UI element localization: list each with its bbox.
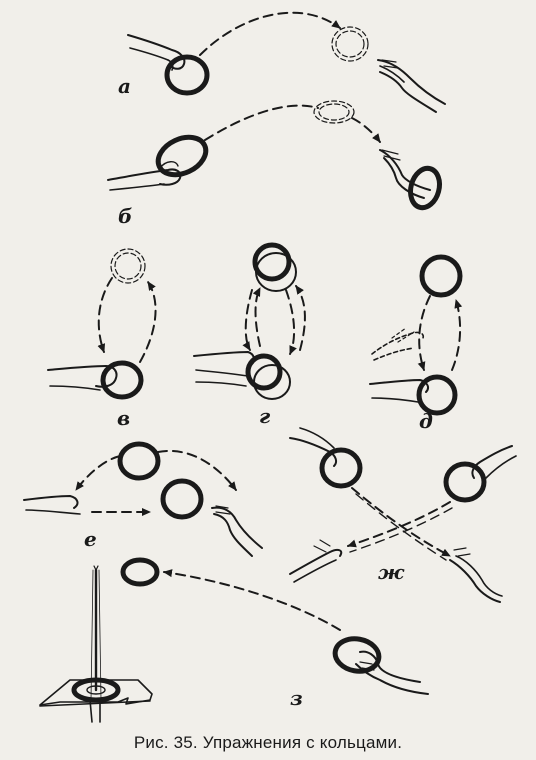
ring bbox=[245, 353, 283, 391]
cross-arrow-2 bbox=[347, 501, 451, 548]
panel-zh-illustration bbox=[289, 427, 517, 603]
panel-b-illustration bbox=[107, 100, 442, 211]
arc-arrow-right bbox=[157, 449, 237, 491]
throw-path-arrow bbox=[163, 569, 341, 631]
panel-z-illustration bbox=[39, 557, 429, 723]
panel-label-a: а bbox=[118, 74, 131, 98]
ghost-ring bbox=[313, 100, 355, 124]
ring bbox=[155, 134, 209, 178]
throwing-hand bbox=[359, 650, 421, 683]
hand bbox=[369, 379, 429, 393]
hand bbox=[47, 365, 118, 388]
left-hand bbox=[23, 495, 79, 509]
down-arrow bbox=[97, 277, 113, 353]
panel-a-illustration bbox=[127, 11, 446, 113]
hand bbox=[471, 445, 513, 479]
flight-path-arrow bbox=[199, 11, 341, 56]
up-arrow bbox=[451, 299, 463, 371]
ring bbox=[332, 636, 382, 674]
ring bbox=[416, 374, 458, 416]
ring-outline bbox=[255, 252, 297, 292]
throwing-hand bbox=[127, 34, 186, 70]
ring bbox=[443, 461, 487, 503]
right-hand bbox=[211, 506, 263, 549]
figure-caption: Рис. 35. Упражнения с кольцами. bbox=[133, 733, 403, 752]
panel-label-v: в bbox=[117, 406, 131, 430]
ring-on-post bbox=[71, 677, 121, 703]
panel-label-b: б bbox=[118, 204, 133, 228]
ring bbox=[160, 478, 204, 520]
ring bbox=[319, 447, 363, 489]
ring bbox=[419, 254, 463, 298]
ghost-ring bbox=[331, 26, 369, 62]
ring bbox=[117, 441, 161, 481]
ring bbox=[164, 54, 210, 96]
panel-label-e: е bbox=[84, 527, 97, 551]
panel-g-illustration bbox=[193, 242, 306, 400]
panel-label-zh: ж bbox=[378, 560, 405, 584]
cross-arrow-1 bbox=[351, 487, 451, 557]
catching-hand bbox=[289, 548, 343, 575]
throwing-hand bbox=[107, 168, 182, 186]
panel-e-illustration bbox=[23, 441, 263, 557]
ring bbox=[252, 242, 292, 282]
panel-d-illustration bbox=[369, 254, 463, 416]
ring bbox=[100, 360, 144, 400]
ring-outline bbox=[253, 364, 291, 400]
ghost-ring bbox=[110, 248, 146, 284]
up-arrow bbox=[139, 281, 157, 363]
arc-arrow-left bbox=[75, 455, 121, 491]
panel-v-illustration bbox=[47, 248, 157, 400]
panel-label-d: д bbox=[419, 409, 433, 433]
flight-path-arrow bbox=[204, 104, 319, 141]
catching-hand bbox=[377, 59, 446, 105]
ring bbox=[408, 165, 442, 211]
hand bbox=[193, 351, 256, 365]
panel-label-z: з bbox=[290, 686, 303, 710]
catching-hand bbox=[379, 149, 431, 191]
panel-label-g: г bbox=[259, 404, 271, 428]
catching-hand bbox=[449, 559, 501, 603]
ring bbox=[120, 557, 160, 587]
down-arrow bbox=[417, 295, 431, 371]
